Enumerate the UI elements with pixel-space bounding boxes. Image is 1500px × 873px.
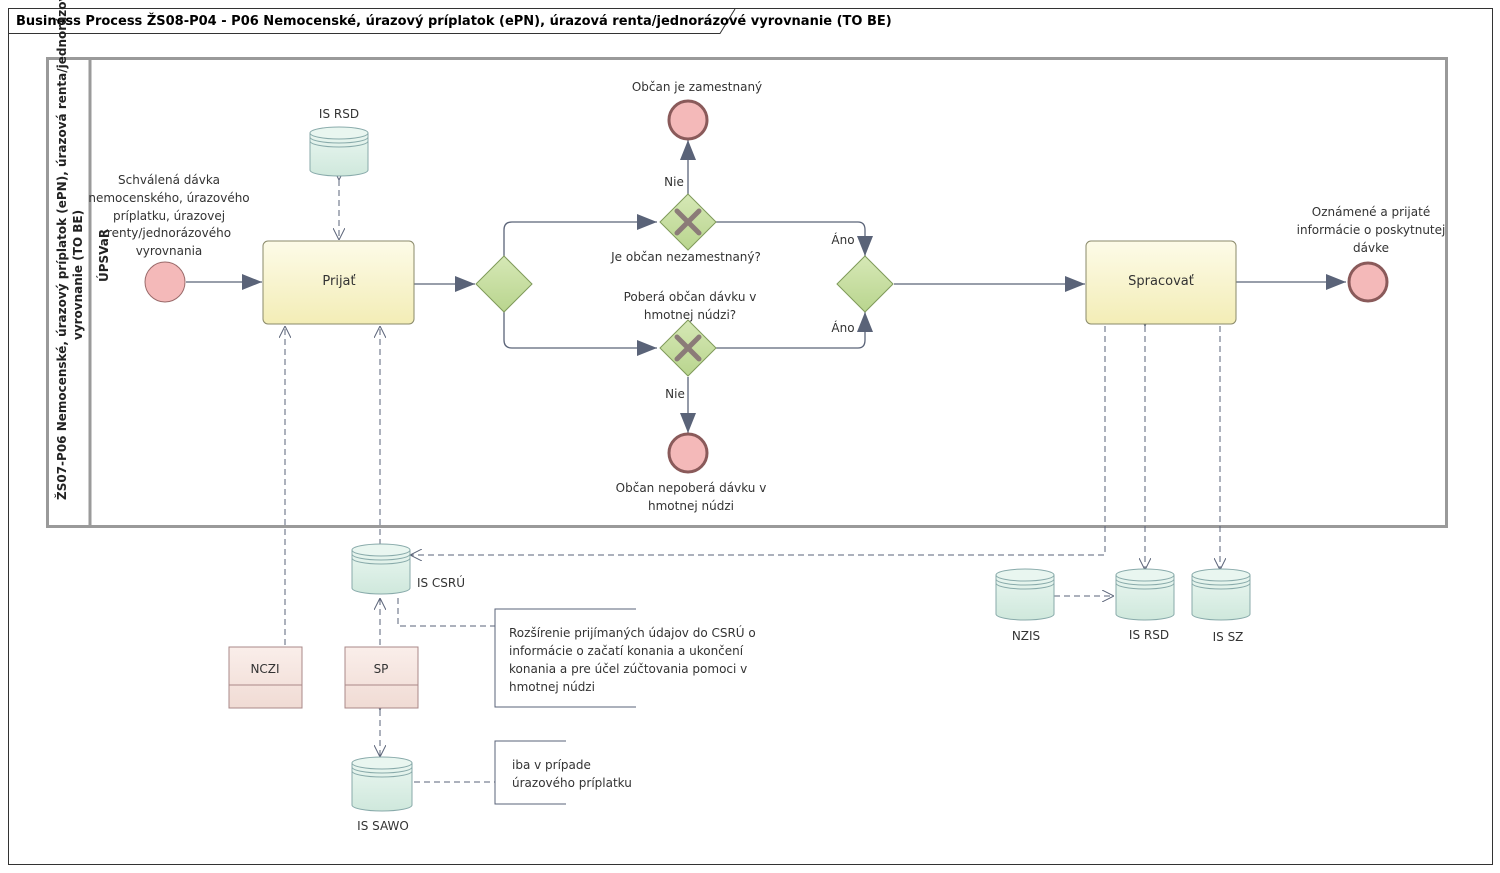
title-tab [8,8,736,34]
task-spracovat[interactable] [1085,240,1237,325]
datastore-is-rsd-right-label: IS RSD [1129,628,1169,642]
assoc-csru-annotation [397,598,495,627]
annotation-sawo-bracket [494,740,566,805]
svg-text:nemocenského, úrazového: nemocenského, úrazového [88,191,249,205]
datastore-nzis-label: NZIS [1012,629,1040,643]
sequence-flows [186,140,1346,433]
svg-text:informácie o začatí konania a: informácie o začatí konania a ukončení [509,644,744,658]
svg-text:vyrovnania: vyrovnania [136,244,203,258]
start-event-label: Schválená dávka nemocenského, úrazového … [88,173,249,258]
svg-text:renty/jednorázového: renty/jednorázového [107,226,231,240]
diagram-frame [8,8,1493,865]
svg-text:úrazového príplatku: úrazového príplatku [512,776,632,790]
end-event-nepobera-label-line-1: Občan nepoberá dávku v [616,481,767,495]
flow-label-nie-top: Nie [664,175,684,189]
flow-split-to-gw-bottom [503,312,657,356]
diagram-title: Business Process ŽS08-P04 - P06 Nemocens… [16,13,892,29]
flow-label-ano-bottom: Áno [831,320,854,335]
end-event-oznamene-label-line-2: informácie o poskytnutej [1297,223,1446,237]
end-event-oznamene[interactable] [1347,261,1389,303]
svg-text:Schválená dávka: Schválená dávka [118,173,220,187]
flow-gw-bottom-ano [716,312,873,349]
participant-sp-label: SP [374,662,389,676]
annotation-csru-bracket [494,608,636,708]
gateway-je-nezamestnany-label: Je občan nezamestnaný? [610,250,761,264]
assoc-spracovat-csru [410,326,1106,555]
flow-label-ano-top: Áno [831,232,854,247]
flow-label-nie-bottom: Nie [665,387,685,401]
flow-gw-top-ano [716,221,873,256]
lane-name: ÚPSVaR [96,229,111,282]
task-prijat[interactable] [262,240,415,325]
gateway-parallel-split[interactable] [475,255,533,313]
annotation-csru-text: Rozšírenie prijímaných údajov do CSRÚ o … [509,625,756,694]
flow-split-to-gw-top [503,214,657,256]
data-associations [285,180,1220,783]
participant-nczi[interactable] [228,646,303,709]
datastore-is-rsd-top[interactable] [309,126,369,177]
participant-nczi-label: NCZI [250,662,279,676]
datastore-is-sz[interactable] [1191,568,1251,621]
datastore-is-sz-label: IS SZ [1213,630,1244,644]
svg-text:Rozšírenie prijímaných údajov: Rozšírenie prijímaných údajov do CSRÚ o [509,625,756,640]
end-event-oznamene-label-line-3: dávke [1353,241,1389,255]
datastore-is-sawo-label: IS SAWO [357,819,409,833]
datastore-is-csru-label: IS CSRÚ [417,575,465,590]
svg-text:iba v prípade: iba v prípade [512,758,591,772]
participant-sp[interactable] [344,646,419,709]
end-event-oznamene-label-line-1: Oznámené a prijaté [1312,205,1430,219]
svg-text:príplatku, úrazovej: príplatku, úrazovej [113,209,225,223]
start-event[interactable] [144,261,186,303]
gateway-pobera-label-line-1: Poberá občan dávku v [624,290,757,304]
datastore-is-rsd-top-label: IS RSD [319,107,359,121]
task-spracovat-label: Spracovať [1128,274,1194,289]
svg-text:konania a pre účel zúčtovania: konania a pre účel zúčtovania pomoci v [509,662,747,676]
task-prijat-label: Prijať [322,274,355,289]
datastore-is-rsd-right[interactable] [1115,568,1175,621]
end-event-zamestnany[interactable] [667,99,709,141]
end-event-nepobera[interactable] [667,432,709,474]
datastore-nzis[interactable] [995,568,1055,621]
gateway-je-nezamestnany[interactable] [659,193,717,251]
pool-name-line-1: ŽS07-P06 Nemocenské, úrazový príplatok (… [54,0,69,500]
gateway-pobera-label-line-2: hmotnej núdzi? [644,308,736,322]
gateway-pobera[interactable] [659,319,717,377]
end-event-zamestnany-label: Občan je zamestnaný [632,80,762,94]
datastore-is-csru[interactable] [351,543,411,595]
gateway-join[interactable] [836,255,894,313]
svg-text:hmotnej núdzi: hmotnej núdzi [509,680,595,694]
pool-name-line-2: vyrovnanie (TO BE) [71,210,85,340]
end-event-nepobera-label-line-2: hmotnej núdzi [648,499,734,513]
pool-border [46,57,1448,528]
annotation-sawo-text: iba v prípade úrazového príplatku [512,758,632,790]
datastore-is-sawo[interactable] [351,756,413,812]
